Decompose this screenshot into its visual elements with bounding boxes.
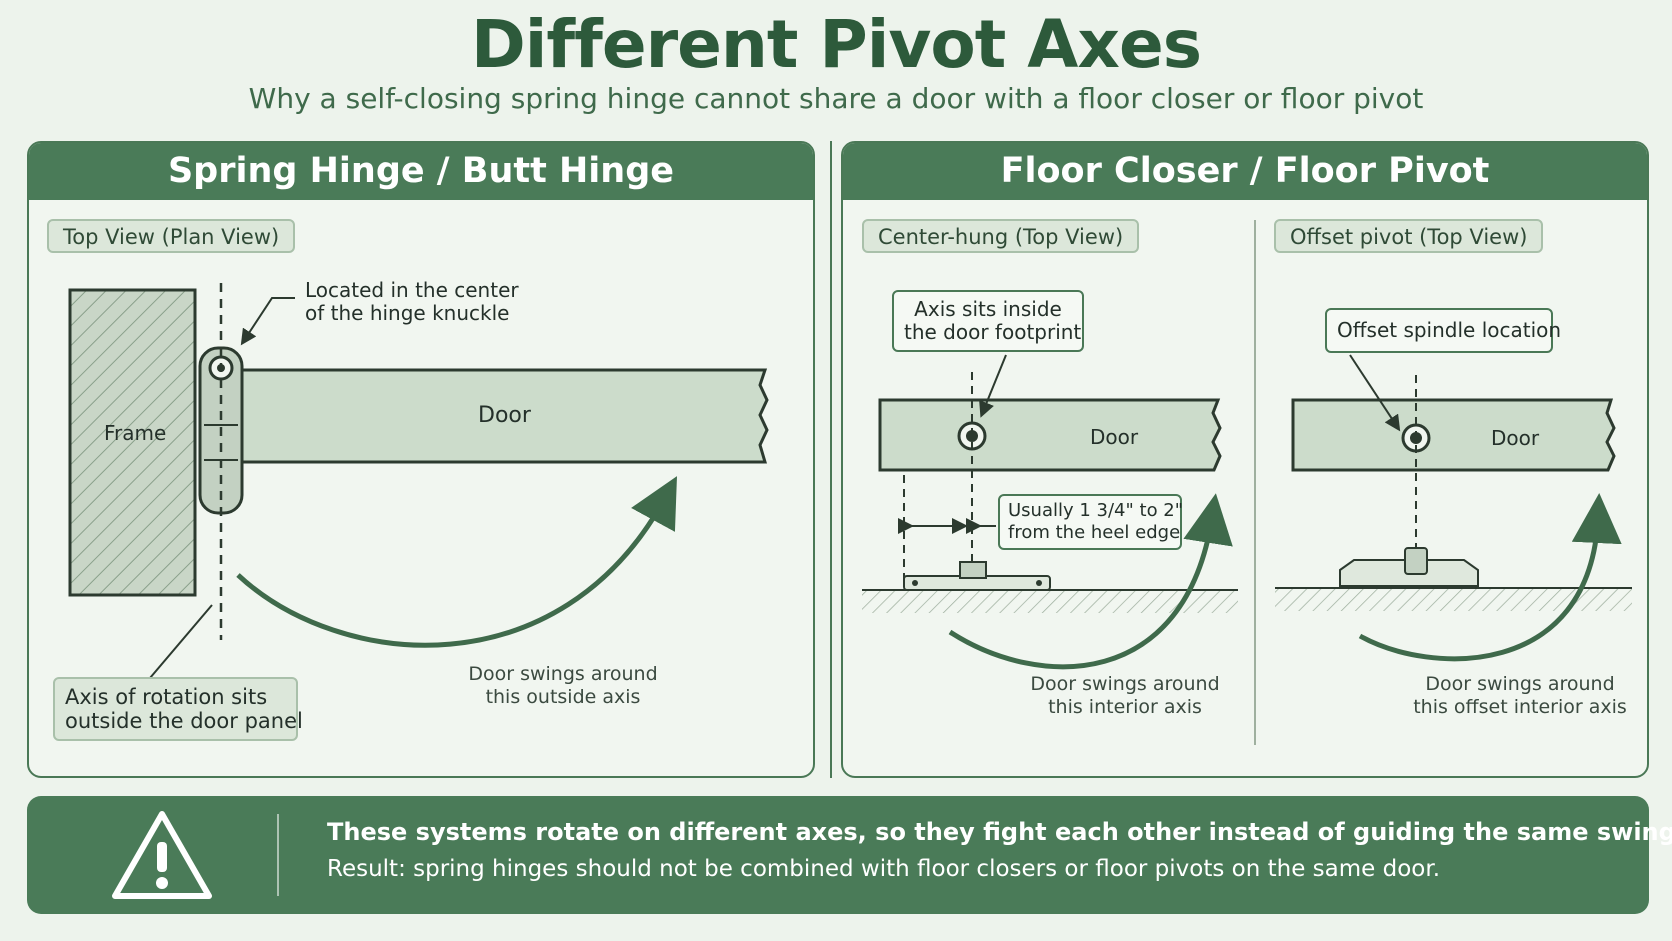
frame-block [68, 288, 197, 597]
inside-axis-callout: Axis sits inside the door footprint [892, 290, 1084, 352]
offset-swing-arrow [1358, 493, 1622, 662]
offset-door-label: Door [1491, 426, 1540, 450]
center-hung-door-slab [878, 398, 1222, 472]
banner-divider [277, 814, 279, 896]
outside-axis-callout: Axis of rotation sits outside the door p… [53, 677, 303, 741]
floor-closer-heading: Floor Closer / Floor Pivot [843, 143, 1647, 200]
frame-label: Frame [104, 421, 167, 445]
panel-divider [830, 141, 832, 778]
left-swing-note: Door swings around this outside axis [468, 663, 658, 708]
offset-door-slab [1291, 398, 1616, 472]
spindle-callout: Offset spindle location [1325, 308, 1561, 353]
knuckle-note: Located in the center of the hinge knuck… [305, 278, 519, 325]
heel-distance-callout: Usually 1 3/4" to 2" from the heel edge [998, 494, 1183, 550]
conclusion-banner: These systems rotate on different axes, … [27, 796, 1672, 914]
center-hung-swing-note: Door swings around this interior axis [1030, 673, 1220, 718]
warning-triangle-icon [112, 811, 212, 899]
left-door-label: Door [478, 403, 531, 428]
left-swing-arrow [236, 476, 678, 648]
left-view-tag: Top View (Plan View) [47, 219, 296, 253]
center-hung-view-tag: Center-hung (Top View) [862, 219, 1140, 253]
page-subtitle: Why a self-closing spring hinge cannot s… [248, 82, 1424, 115]
center-hung-swing-arrow [948, 493, 1233, 670]
offset-view-tag: Offset pivot (Top View) [1274, 219, 1544, 253]
left-door-slab [238, 368, 769, 464]
banner-headline: These systems rotate on different axes, … [327, 818, 1672, 846]
spring-hinge-heading: Spring Hinge / Butt Hinge [29, 143, 813, 200]
banner-result: Result: spring hinges should not be comb… [327, 856, 1441, 882]
page-title: Different Pivot Axes [470, 6, 1202, 83]
center-hung-door-label: Door [1090, 425, 1139, 449]
offset-swing-note: Door swings around this offset interior … [1413, 673, 1627, 718]
